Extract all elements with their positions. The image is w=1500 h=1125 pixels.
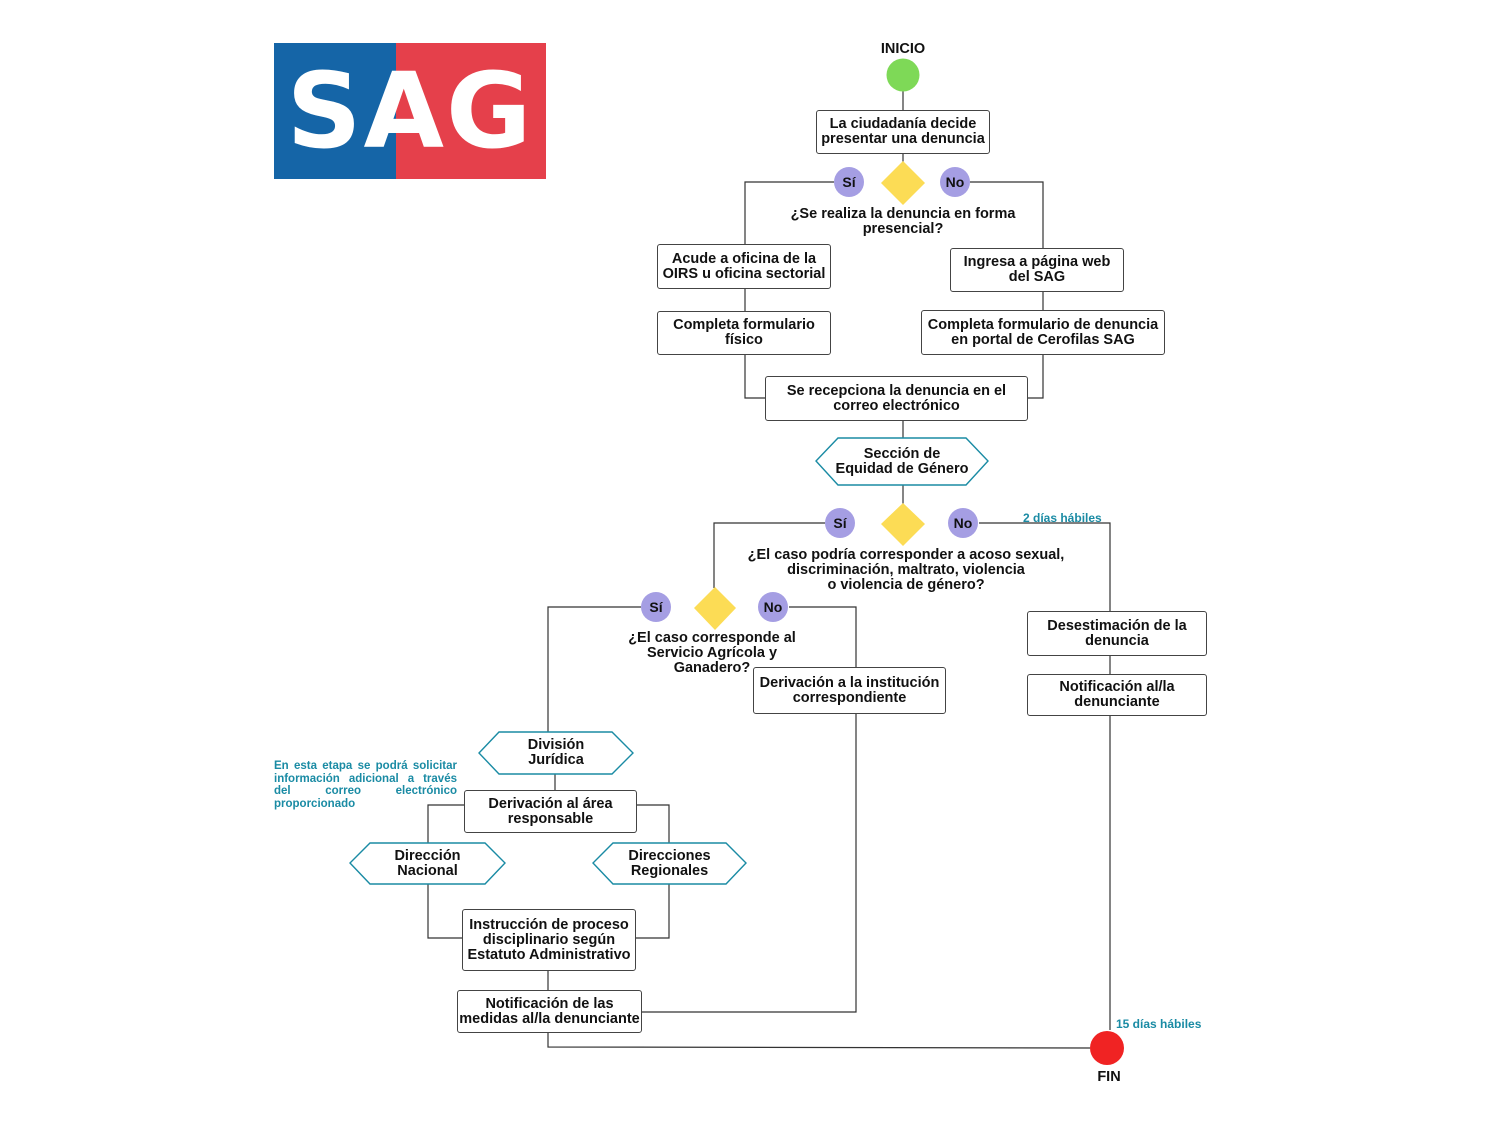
no-label-2: No bbox=[953, 515, 973, 531]
logo-text: SAG bbox=[286, 50, 534, 172]
hex-division-juridica bbox=[478, 731, 634, 775]
box-desestimacion: Desestimación de la denuncia bbox=[1027, 611, 1207, 656]
sag-logo: SAG bbox=[274, 43, 546, 179]
note-two-days: 2 días hábiles bbox=[1023, 511, 1102, 525]
hex-gender-section bbox=[815, 437, 989, 486]
start-node bbox=[886, 58, 920, 92]
yes-label-3: Sí bbox=[649, 599, 663, 615]
end-node bbox=[1090, 1031, 1124, 1065]
box-formulario-fisico: Completa formulario físico bbox=[657, 311, 831, 355]
box-notificacion-denunciante: Notificación al/la denunciante bbox=[1027, 674, 1207, 716]
start-label: INICIO bbox=[880, 41, 926, 57]
no-label-3: No bbox=[763, 599, 783, 615]
decision-presencial-diamond bbox=[881, 161, 925, 205]
box-formulario-online: Completa formulario de denuncia en porta… bbox=[921, 310, 1165, 355]
hex-nacional-label: Dirección Nacional bbox=[394, 847, 461, 879]
decision-presencial-question: ¿Se realiza la denuncia en forma presenc… bbox=[790, 206, 1016, 237]
no-label-1: No bbox=[945, 174, 965, 190]
box-recepciona-correo: Se recepciona la denuncia en el correo e… bbox=[765, 376, 1028, 421]
box-notificacion-medidas: Notificación de las medidas al/la denunc… bbox=[457, 990, 642, 1033]
box-acude-oirs: Acude a oficina de la OIRS u oficina sec… bbox=[657, 244, 831, 289]
hex-gender-label: Sección de Equidad de Género bbox=[835, 445, 969, 477]
note-extra-info: En esta etapa se podrá solicitar informa… bbox=[274, 760, 457, 810]
no-badge-1 bbox=[940, 167, 970, 197]
decision-gender-diamond bbox=[881, 503, 925, 546]
decision-sag-question: ¿El caso corresponde al Servicio Agrícol… bbox=[628, 630, 796, 676]
hex-direccion-nacional bbox=[349, 842, 506, 885]
connector-lines bbox=[427, 91, 1111, 1049]
note-fifteen-days: 15 días hábiles bbox=[1116, 1017, 1202, 1031]
yes-badge-2 bbox=[825, 508, 855, 538]
decision-sag-diamond bbox=[694, 587, 736, 630]
box-ingresa-web: Ingresa a página web del SAG bbox=[950, 248, 1124, 292]
no-badge-2 bbox=[948, 508, 978, 538]
yes-badge-3 bbox=[641, 592, 671, 622]
hex-direcciones-regionales bbox=[592, 842, 747, 885]
box-proceso-disciplinario: Instrucción de proceso disciplinario seg… bbox=[462, 909, 636, 971]
box-derivacion-institucion: Derivación a la institución correspondie… bbox=[753, 667, 946, 714]
box-decide-denuncia: La ciudadanía decide presentar una denun… bbox=[816, 110, 990, 154]
yes-label-2: Sí bbox=[833, 515, 847, 531]
decision-gender-question: ¿El caso podría corresponder a acoso sex… bbox=[747, 547, 1065, 593]
yes-badge-1 bbox=[834, 167, 864, 197]
hex-regionales-label: Direcciones Regionales bbox=[628, 847, 711, 879]
logo-blue-block bbox=[274, 43, 396, 179]
box-derivacion-area: Derivación al área responsable bbox=[464, 790, 637, 833]
logo-red-block bbox=[396, 43, 546, 179]
yes-label-1: Sí bbox=[842, 174, 856, 190]
end-label: FIN bbox=[1097, 1069, 1121, 1085]
hex-juridica-label: División Jurídica bbox=[527, 737, 585, 768]
no-badge-3 bbox=[758, 592, 788, 622]
